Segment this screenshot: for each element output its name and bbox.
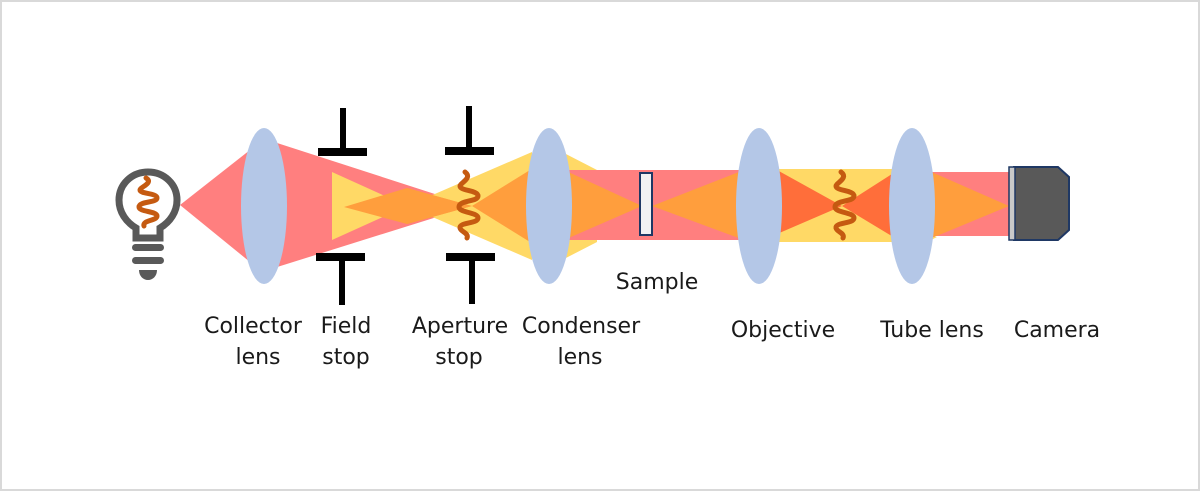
beam-overlap-before-condenser [344, 188, 472, 224]
aperture-stop-bottom-bar [446, 253, 495, 261]
field-stop [316, 108, 367, 305]
beam-conjugate-left [777, 170, 842, 234]
label-tube-lens: Tube lens [879, 318, 984, 343]
tube-lens [889, 128, 935, 284]
aperture-stop [445, 106, 495, 304]
beam-sample-to-objective [652, 170, 744, 240]
label-collector-line2: lens [235, 345, 280, 370]
filament-image-intermediate-icon [832, 169, 857, 241]
field-stop-top-bar [318, 148, 367, 156]
beam-overlap-to-condenser [472, 170, 530, 242]
sample-slide-icon [639, 172, 653, 236]
beam-conjugate-right [842, 172, 895, 238]
field-stop-bottom-bar [316, 253, 365, 261]
label-objective: Objective [731, 318, 835, 343]
label-condenser-line1: Condenser [522, 314, 641, 339]
camera-icon [1008, 166, 1070, 241]
bulb-glass [115, 168, 181, 242]
lightbulb-icon [115, 168, 181, 280]
beam-source-to-collector [180, 150, 250, 262]
bulb-base-tip [139, 270, 157, 280]
aperture-stop-bottom-stem [469, 260, 475, 304]
camera-window [1008, 166, 1016, 241]
labels: Collector lens Field stop Aperture stop … [204, 270, 1100, 370]
beams [180, 142, 1011, 268]
lenses [241, 128, 935, 284]
filament-image-aperture-icon [456, 169, 481, 241]
bulb-filament [136, 175, 160, 229]
label-collector-line1: Collector [204, 314, 303, 339]
label-aperture-stop-line2: stop [435, 345, 483, 370]
label-camera: Camera [1014, 318, 1100, 343]
label-condenser-line2: lens [557, 345, 602, 370]
label-sample: Sample [616, 270, 699, 295]
bulb-base-ring-1 [132, 244, 164, 251]
condenser-lens [526, 128, 572, 284]
objective-lens [736, 128, 782, 284]
collector-lens [241, 128, 287, 284]
bulb-base-ring-2 [132, 257, 164, 264]
beam-tube-to-camera-focus [927, 170, 1009, 240]
aperture-stop-top-bar [445, 147, 494, 155]
beam-condenser-to-sample [564, 170, 642, 240]
label-aperture-stop-line1: Aperture [412, 314, 508, 339]
label-field-stop-line1: Field [321, 314, 372, 339]
label-field-stop-line2: stop [322, 345, 370, 370]
field-stop-top-stem [340, 108, 346, 152]
field-stop-bottom-stem [339, 260, 345, 305]
camera-body [1013, 166, 1070, 241]
aperture-stop-top-stem [466, 106, 472, 152]
